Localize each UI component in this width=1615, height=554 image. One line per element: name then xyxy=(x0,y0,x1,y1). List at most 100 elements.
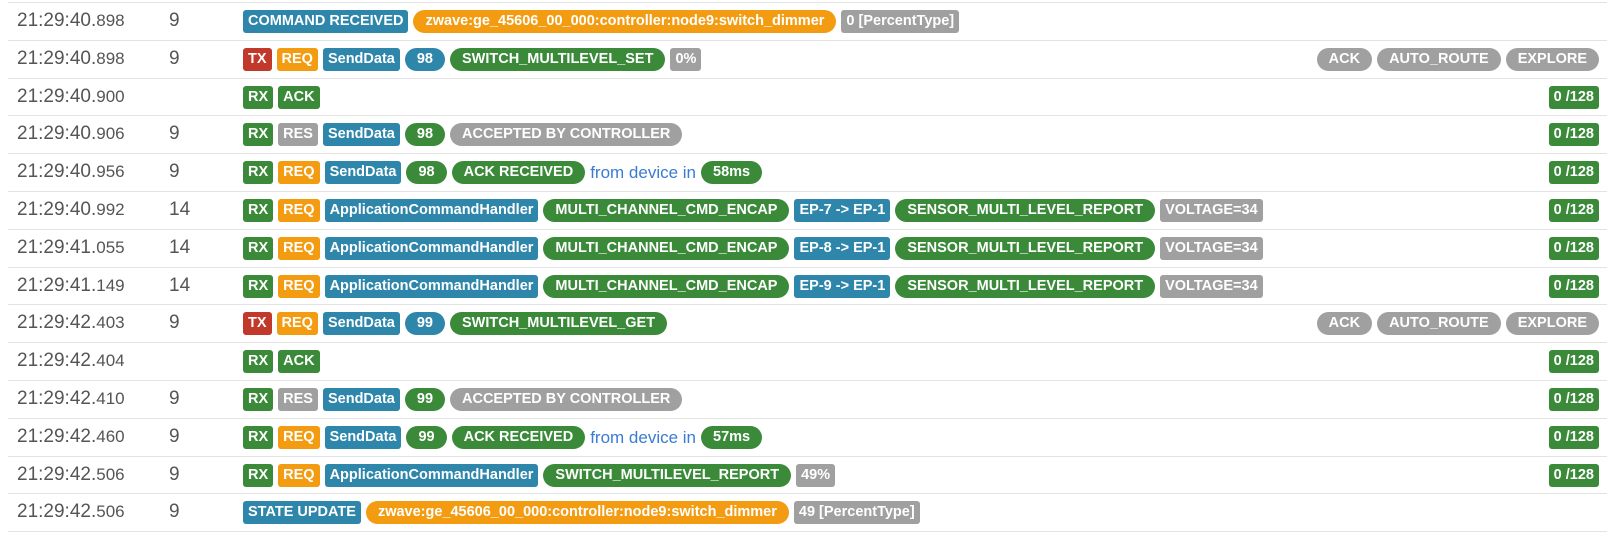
tag-rx: RX xyxy=(243,463,274,487)
tag-rx: RX xyxy=(243,350,274,374)
tag-zwave-ge-45606-00-000-controller-node9-switch-dimmer: zwave:ge_45606_00_000:controller:node9:s… xyxy=(365,501,789,525)
timestamp: 21:29:40.992 xyxy=(17,199,125,221)
tag-accepted-by-controller: ACCEPTED BY CONTROLLER xyxy=(450,123,683,147)
tag-0-128: 0 /128 xyxy=(1548,161,1599,185)
tag-rx: RX xyxy=(243,123,274,147)
tag-0-128: 0 /128 xyxy=(1548,350,1599,374)
tag-0-128: 0 /128 xyxy=(1548,463,1599,487)
timestamp: 21:29:42.410 xyxy=(17,388,125,410)
tag-ep-9-ep-1: EP-9 -> EP-1 xyxy=(794,274,891,298)
timestamp: 21:29:40.900 xyxy=(17,86,125,108)
node-id: 9 xyxy=(169,388,180,409)
timestamp: 21:29:42.403 xyxy=(17,312,125,334)
timestamp-hms: 21:29:40. xyxy=(17,199,97,220)
tag-ack: ACK xyxy=(1316,47,1373,71)
tag-senddata: SendData xyxy=(322,47,400,71)
tag-98: 98 xyxy=(406,161,447,185)
tag-0-128: 0 /128 xyxy=(1548,388,1599,411)
node-id: 9 xyxy=(169,47,180,69)
tag-sensor-multi-level-report: SENSOR_MULTI_LEVEL_REPORT xyxy=(895,274,1156,298)
node-id: 9 xyxy=(169,161,180,183)
tag-applicationcommandhandler: ApplicationCommandHandler xyxy=(324,463,539,487)
tag-ep-8-ep-1: EP-8 -> EP-1 xyxy=(794,236,891,260)
tag-rx: RX xyxy=(243,161,274,185)
tag-99: 99 xyxy=(404,388,446,411)
timestamp-hms: 21:29:42. xyxy=(17,501,97,523)
tag-applicationcommandhandler: ApplicationCommandHandler xyxy=(324,199,539,222)
timestamp-hms: 21:29:41. xyxy=(17,236,97,258)
tag-0-128: 0 /128 xyxy=(1548,274,1599,298)
tag-rx: RX xyxy=(243,388,274,411)
tag-switch-multilevel-get: SWITCH_MULTILEVEL_GET xyxy=(449,312,668,336)
timestamp-ms: 906 xyxy=(96,124,125,144)
timestamp-ms: 055 xyxy=(96,237,125,257)
timestamp-hms: 21:29:42. xyxy=(17,312,97,334)
tag-0: 0% xyxy=(670,47,702,71)
tag-98: 98 xyxy=(404,47,445,71)
tag-0-128: 0 /128 xyxy=(1548,85,1599,109)
tag-req: REQ xyxy=(276,312,318,336)
timestamp-ms: 506 xyxy=(96,502,125,522)
timestamp: 21:29:40.898 xyxy=(17,48,125,70)
tag-voltage-34: VOLTAGE=34 xyxy=(1160,236,1263,260)
timestamp: 21:29:42.506 xyxy=(17,464,125,486)
tag-explore: EXPLORE xyxy=(1505,47,1599,71)
node-id: 14 xyxy=(169,236,191,258)
tag-57ms: 57ms xyxy=(701,425,763,449)
tag-req: REQ xyxy=(278,463,320,487)
timestamp: 21:29:41.055 xyxy=(17,237,125,259)
tag-req: REQ xyxy=(278,161,320,185)
tag-58ms: 58ms xyxy=(701,161,763,185)
tag-tx: TX xyxy=(243,312,272,336)
timestamp-ms: 460 xyxy=(96,426,125,446)
tag-ack-received: ACK RECEIVED xyxy=(451,161,586,185)
tag-ep-7-ep-1: EP-7 -> EP-1 xyxy=(794,199,891,222)
tag-0-percenttype: 0 [PercentType] xyxy=(841,10,960,33)
tag-res: RES xyxy=(278,388,318,411)
timestamp-ms: 149 xyxy=(96,275,125,295)
tag-req: REQ xyxy=(278,274,320,298)
tag-applicationcommandhandler: ApplicationCommandHandler xyxy=(324,236,539,260)
tag-multi-channel-cmd-encap: MULTI_CHANNEL_CMD_ENCAP xyxy=(543,236,790,260)
right-tags: 0 /128 xyxy=(1548,199,1599,222)
timestamp-ms: 410 xyxy=(96,389,125,408)
tag-0-128: 0 /128 xyxy=(1548,199,1599,222)
tag-multi-channel-cmd-encap: MULTI_CHANNEL_CMD_ENCAP xyxy=(543,199,790,222)
timestamp: 21:29:42.460 xyxy=(17,426,125,448)
timestamp: 21:29:42.506 xyxy=(17,501,125,523)
node-id: 9 xyxy=(169,123,180,145)
timestamp-hms: 21:29:40. xyxy=(17,123,97,145)
tag-auto-route: AUTO_ROUTE xyxy=(1377,312,1501,336)
tag-ack: ACK xyxy=(278,85,320,109)
tag-99: 99 xyxy=(404,312,445,336)
tag-49-percenttype: 49 [PercentType] xyxy=(793,501,920,525)
timestamp-ms: 403 xyxy=(96,313,125,333)
tag-voltage-34: VOLTAGE=34 xyxy=(1160,199,1263,222)
timestamp-hms: 21:29:42. xyxy=(17,425,97,447)
timestamp-ms: 992 xyxy=(96,200,125,219)
tag-command-received: COMMAND RECEIVED xyxy=(243,10,409,33)
tag-ack-received: ACK RECEIVED xyxy=(451,425,586,449)
tag-49: 49% xyxy=(796,463,836,487)
timestamp-hms: 21:29:40. xyxy=(17,161,97,183)
timestamp-hms: 21:29:42. xyxy=(17,350,97,372)
